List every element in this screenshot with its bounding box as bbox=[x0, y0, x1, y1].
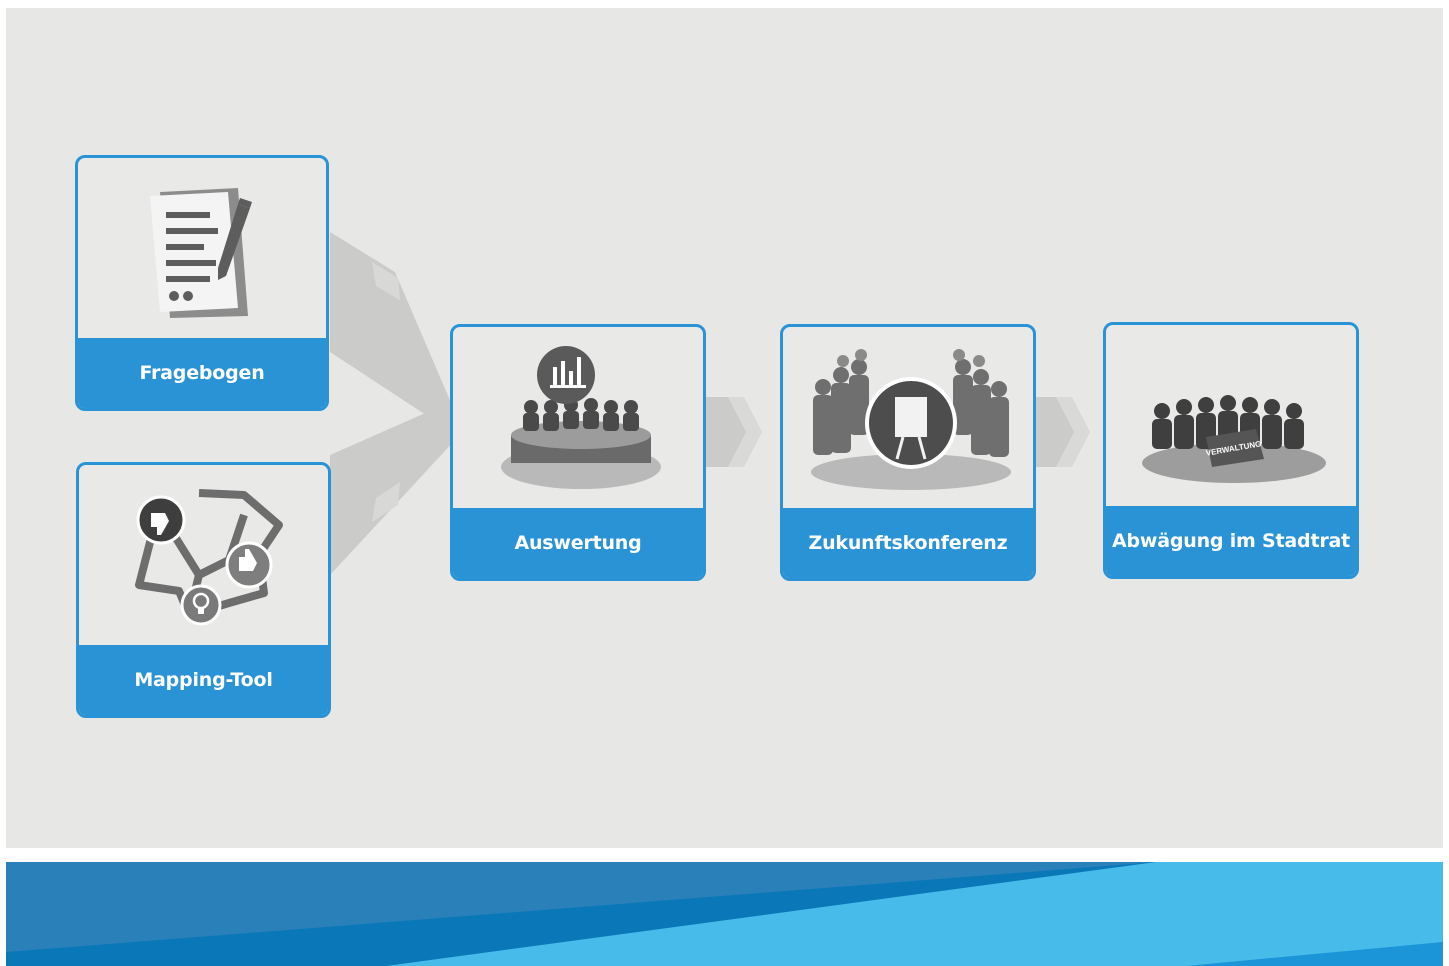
connector-fragebogen-auswertung bbox=[330, 232, 455, 434]
step-label-container: Fragebogen bbox=[78, 338, 326, 408]
step-card-fragebogen[interactable]: Fragebogen bbox=[75, 155, 329, 411]
city-council-icon: VERWALTUNG bbox=[1142, 395, 1326, 483]
step-label-container: Mapping-Tool bbox=[79, 645, 328, 715]
step-card-zukunftskonferenz[interactable]: Zukunftskonferenz bbox=[780, 324, 1036, 581]
step-label-auswertung: Auswertung bbox=[514, 532, 642, 554]
evaluation-meeting-icon bbox=[501, 346, 661, 489]
step-label-container: Zukunftskonferenz bbox=[783, 508, 1033, 578]
step-card-mapping-tool[interactable]: Mapping-Tool bbox=[76, 462, 331, 718]
conference-group-icon bbox=[811, 349, 1011, 490]
footer-band bbox=[6, 862, 1443, 966]
step-card-auswertung[interactable]: Auswertung bbox=[450, 324, 706, 581]
step-label-container: Abwägung im Stadtrat bbox=[1106, 506, 1356, 576]
step-label-container: Auswertung bbox=[453, 508, 703, 578]
step-label-abwaegung: Abwägung im Stadtrat bbox=[1111, 530, 1351, 552]
step-label-zukunftskonferenz: Zukunftskonferenz bbox=[808, 532, 1008, 554]
step-label-mapping-tool: Mapping-Tool bbox=[134, 669, 273, 691]
step-card-abwaegung[interactable]: VERWALTUNG Abwägung im Stadtrat bbox=[1103, 322, 1359, 579]
step-label-fragebogen: Fragebogen bbox=[139, 362, 265, 384]
questionnaire-icon bbox=[150, 188, 252, 318]
map-feedback-icon bbox=[135, 489, 283, 626]
